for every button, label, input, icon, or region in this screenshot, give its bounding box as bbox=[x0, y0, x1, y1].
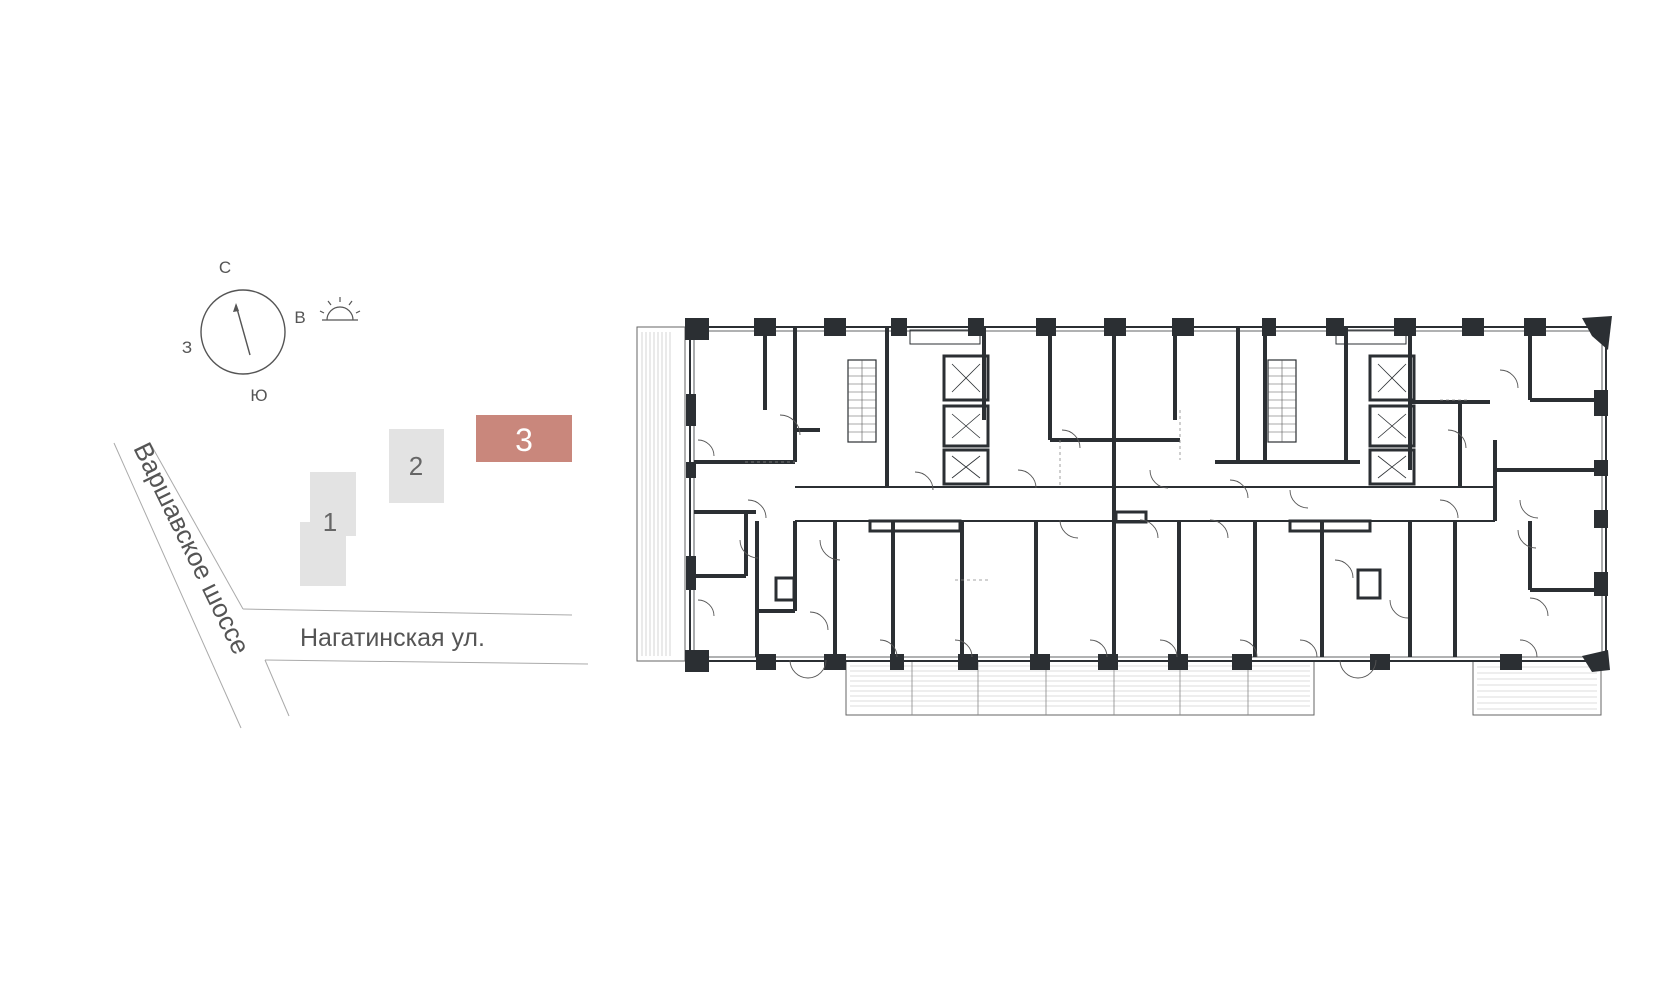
building-3[interactable]: 3 bbox=[476, 415, 572, 462]
building-1-label: 1 bbox=[323, 507, 337, 537]
building-2-label: 2 bbox=[409, 451, 423, 481]
building-3-label: 3 bbox=[515, 422, 533, 458]
west-balcony bbox=[636, 326, 686, 662]
building-2[interactable]: 2 bbox=[389, 429, 444, 503]
compass-west: З bbox=[182, 338, 192, 357]
road-edge bbox=[264, 659, 290, 717]
stair-core-east bbox=[1267, 359, 1297, 443]
compass-circle bbox=[200, 289, 286, 375]
road-edge bbox=[149, 442, 244, 610]
stair-core-west bbox=[847, 359, 877, 443]
road-edge bbox=[264, 659, 589, 665]
compass-needle bbox=[235, 304, 251, 356]
compass-north: С bbox=[219, 258, 231, 277]
elevators-east bbox=[1335, 329, 1416, 486]
compass-south: Ю bbox=[250, 386, 267, 405]
street-label-varshavskoe: Варшавское шоссе bbox=[128, 437, 257, 658]
door-swings bbox=[697, 369, 1549, 679]
site-plan: Варшавское шоссе Нагатинская ул. 1 2 3 bbox=[113, 415, 589, 729]
south-east-balcony bbox=[1472, 660, 1602, 716]
street-label-nagatinskaya: Нагатинская ул. bbox=[300, 624, 485, 652]
road-edge bbox=[113, 442, 242, 729]
partition-walls bbox=[694, 327, 1602, 657]
service-shafts bbox=[774, 510, 1382, 602]
compass-arrow-icon bbox=[233, 303, 239, 312]
compass-east: В bbox=[294, 308, 305, 327]
building-1[interactable]: 1 bbox=[300, 472, 356, 586]
road-edge bbox=[242, 608, 573, 616]
floor-plan bbox=[636, 316, 1612, 716]
sunrise-icon bbox=[319, 297, 361, 321]
outer-walls bbox=[689, 326, 1607, 662]
compass: С Ю В З bbox=[182, 258, 361, 405]
elevators-west bbox=[909, 329, 990, 486]
dashed-lines bbox=[745, 399, 1470, 581]
